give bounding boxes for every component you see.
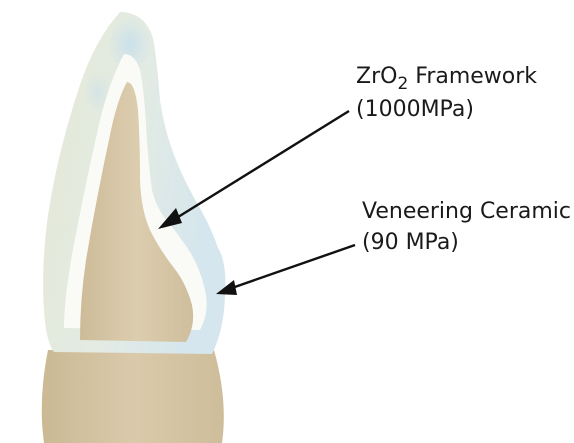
framework-label-subscript: 2 <box>397 74 408 94</box>
framework-label-prefix: ZrO <box>356 64 397 89</box>
veneer-label-strength: (90 MPa) <box>362 227 571 258</box>
framework-arrow <box>158 111 349 229</box>
framework-label: ZrO2 Framework (1000MPa) <box>356 61 537 125</box>
framework-arrow-line <box>170 111 349 222</box>
tooth-root <box>42 350 224 443</box>
veneer-label: Veneering Ceramic (90 MPa) <box>362 196 571 258</box>
framework-label-title: ZrO2 Framework <box>356 61 537 94</box>
veneer-arrow-line <box>229 245 355 289</box>
framework-label-strength: (1000MPa) <box>356 94 537 125</box>
veneer-label-name: Veneering Ceramic <box>362 196 571 227</box>
framework-label-suffix: Framework <box>408 64 537 89</box>
veneer-arrow <box>216 245 355 295</box>
